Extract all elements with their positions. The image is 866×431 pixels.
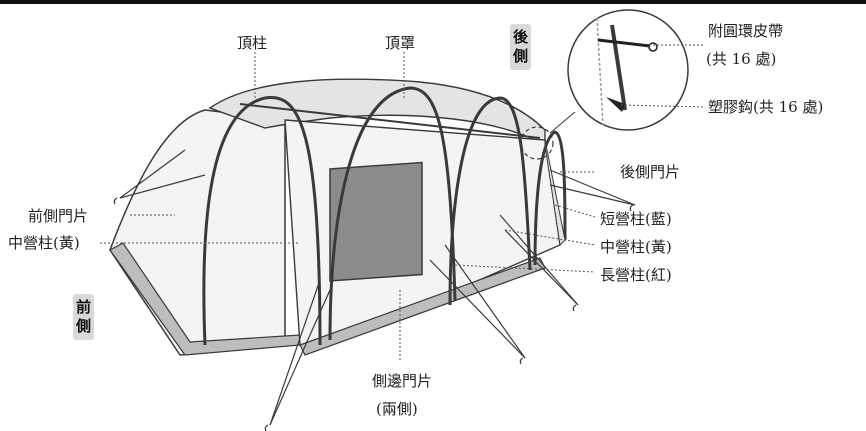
label-short-pole: 短營柱(藍) [600, 210, 672, 228]
label-long-pole: 長營柱(紅) [600, 266, 672, 284]
label-rear-door: 後側門片 [620, 163, 681, 181]
label-middle-pole-left: 中營柱(黃) [8, 234, 80, 252]
label-ring-strap-count: (共 16 處) [706, 50, 777, 68]
rear-door-panel [544, 139, 566, 247]
arch-pole-3 [448, 96, 532, 306]
front-side-tag-char-1: 前 [76, 298, 92, 316]
label-top-pole: 頂柱 [237, 34, 268, 52]
top-border [0, 0, 866, 4]
label-front-door: 前側門片 [28, 207, 89, 225]
stakes [113, 197, 634, 431]
side-skirt [299, 257, 546, 356]
arch-pole-2 [328, 86, 457, 341]
detail-callout [520, 9, 689, 160]
label-plastic-hook: 塑膠鈎(共 16 處) [708, 98, 824, 116]
front-side-tag-char-2: 側 [76, 317, 92, 335]
arch-pole-front [202, 95, 322, 346]
label-ring-strap: 附圓環皮帶 [708, 22, 784, 40]
label-middle-pole-right: 中營柱(黃) [600, 238, 672, 256]
label-side-door: 側邊門片 [372, 372, 433, 390]
top-pole [239, 103, 541, 139]
front-door-panel [109, 109, 286, 356]
rear-side-tag: 後 側 [510, 24, 532, 70]
arch-pole-rear [533, 130, 567, 266]
label-top-cover: 頂罩 [385, 34, 416, 52]
leader-lines [100, 44, 706, 360]
front-side-tag: 前 側 [73, 294, 95, 340]
rear-side-tag-char-1: 後 [513, 28, 529, 46]
rear-side-tag-char-2: 側 [513, 47, 529, 65]
roof-cover [208, 78, 546, 147]
guy-lines [119, 149, 636, 426]
side-window [329, 161, 423, 282]
label-side-door-note: (兩側) [376, 400, 418, 418]
